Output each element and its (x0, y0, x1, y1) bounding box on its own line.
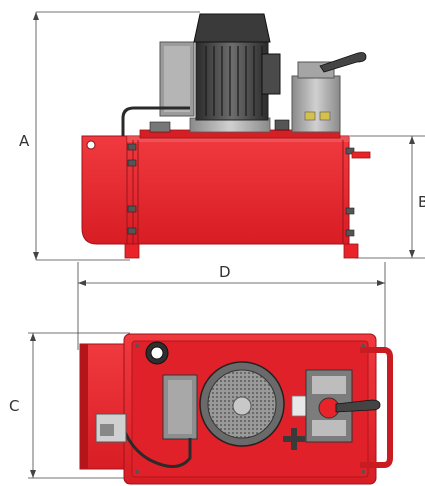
motor-terminal-box (261, 53, 281, 95)
bolt-hole (86, 140, 96, 150)
electric-motor (195, 41, 269, 121)
top-view: C (9, 332, 393, 485)
valve-lever[interactable] (335, 399, 381, 413)
dimension-c (28, 332, 130, 479)
electric-cable (121, 106, 190, 136)
dimension-d (77, 262, 386, 350)
drain-fitting (351, 151, 371, 159)
carry-handle[interactable] (360, 347, 393, 468)
name-plate (291, 395, 307, 417)
dimension-a-label: A (19, 132, 30, 150)
fitting (274, 119, 290, 131)
valve-port (304, 111, 316, 121)
motor-fan-cover (193, 13, 271, 43)
dimension-d-label: D (219, 263, 231, 281)
valve-port (319, 111, 331, 121)
lid-bolts (135, 344, 365, 474)
dimension-a (33, 11, 200, 261)
foot-left (124, 243, 140, 259)
fan-hub (232, 396, 252, 416)
oil-tank (126, 135, 350, 245)
mounting-cross (283, 428, 305, 450)
dimension-c-label: C (9, 397, 19, 415)
dimension-b (350, 135, 425, 259)
valve-handle (319, 52, 367, 73)
tank-highlight (127, 136, 349, 142)
tank-end-cover (81, 135, 139, 245)
side-view: A B (19, 11, 425, 261)
filler-cap (149, 121, 171, 133)
dimension-b-label: B (418, 193, 425, 211)
control-valve (291, 75, 341, 133)
foot-right (343, 243, 359, 259)
tank-bolts (127, 143, 355, 237)
